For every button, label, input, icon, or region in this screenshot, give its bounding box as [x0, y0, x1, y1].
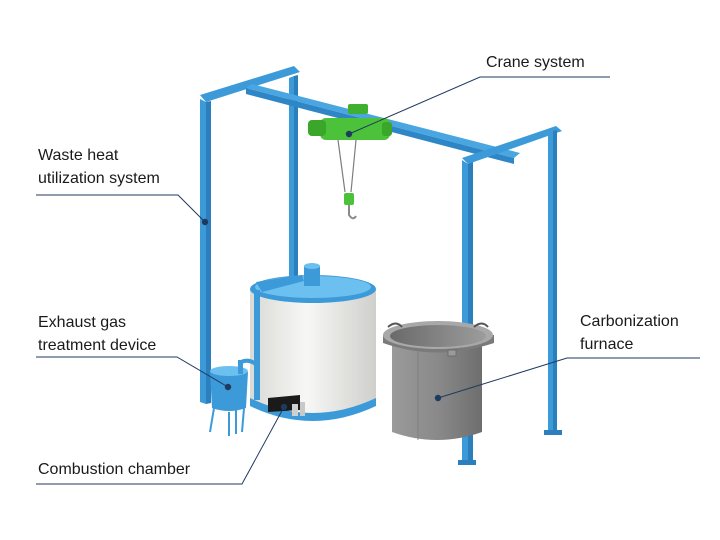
label-exhaust-line1: Exhaust gas: [38, 314, 127, 331]
left-gantry-frame: [200, 66, 300, 404]
leader-dot-waste-heat: [201, 218, 209, 226]
label-exhaust-line2: treatment device: [38, 337, 157, 354]
leader-dot-exhaust: [224, 383, 232, 391]
label-waste-heat-line1: Waste heat: [38, 147, 119, 164]
label-carbonization-line2: furnace: [580, 336, 634, 353]
label-carbonization-line1: Carbonization: [580, 313, 679, 330]
label-combustion-chamber: Combustion chamber: [38, 461, 191, 478]
leader-dot-crane: [345, 130, 353, 138]
leader-lines: [36, 76, 700, 485]
leader-dots: [201, 130, 442, 411]
leader-line-crane: [348, 76, 610, 135]
label-crane-system: Crane system: [486, 54, 585, 71]
main-vessel: [250, 263, 376, 421]
leader-dot-combustion: [280, 403, 288, 411]
exhaust-gas-treatment-device: [209, 358, 260, 436]
leader-line-waste-heat: [36, 194, 206, 223]
label-waste-heat-line2: utilization system: [38, 170, 160, 187]
carbonization-furnace: [383, 321, 494, 440]
leader-line-combustion: [36, 406, 285, 485]
leader-line-carbonization: [437, 357, 700, 399]
leader-dot-carbonization: [434, 394, 442, 402]
leader-line-exhaust: [36, 356, 229, 388]
